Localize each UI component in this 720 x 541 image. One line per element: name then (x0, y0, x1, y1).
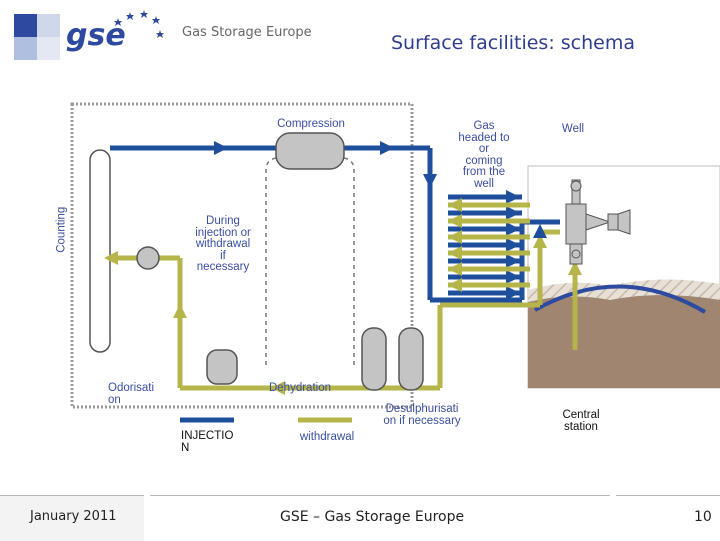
legend-withdrawal-label: withdrawal (299, 431, 355, 443)
counting-column (89, 149, 111, 353)
footer-org-box (150, 495, 610, 541)
schema-diagram (70, 102, 720, 423)
dehydration-unit (206, 349, 238, 385)
desulphurisation-tower-2 (398, 327, 424, 391)
page-number: 10 (694, 509, 712, 525)
compression-label: Compression (277, 118, 345, 130)
dehydration-label: Dehydration (268, 382, 331, 394)
plant-boundary (70, 102, 414, 409)
logo-squares (14, 14, 60, 60)
brand-name: Gas Storage Europe (182, 25, 312, 40)
wellhead (565, 179, 631, 265)
counting-label: Counting (55, 206, 68, 253)
footer-date-box (0, 495, 144, 541)
footer-page-box (616, 495, 720, 541)
well-label: Well (561, 123, 585, 135)
logo-stars (114, 10, 164, 38)
desulphurisation-tower-1 (361, 327, 387, 391)
compressor-vessel (275, 132, 345, 170)
footer-date: January 2011 (30, 509, 117, 524)
odorisation-pump (136, 246, 160, 270)
reservoir-arc (534, 284, 707, 314)
footer-org: GSE – Gas Storage Europe (280, 509, 465, 525)
slide-title: Surface facilities: schema (390, 32, 635, 54)
